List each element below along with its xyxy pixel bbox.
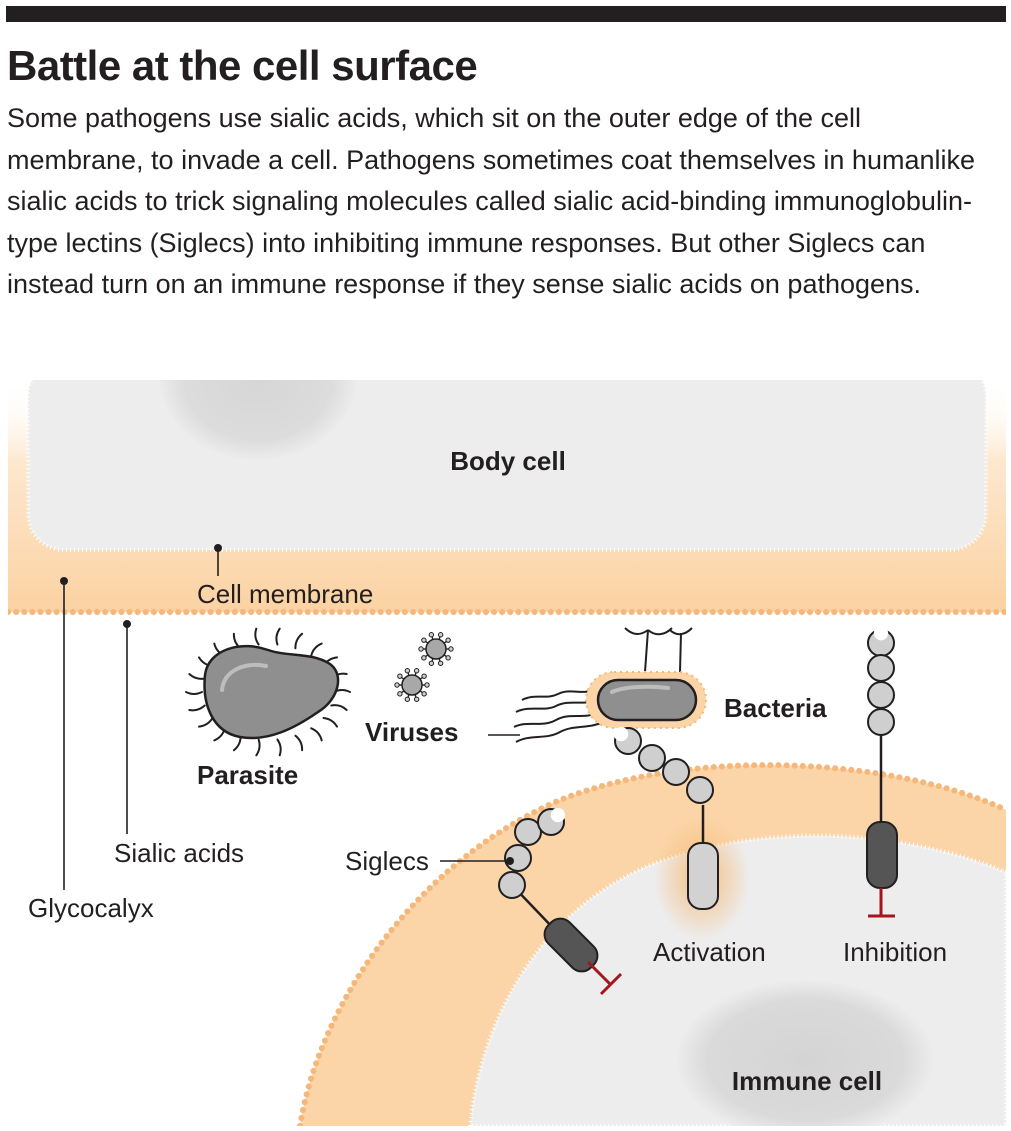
bacteria-attachment xyxy=(624,627,693,673)
activation-siglec xyxy=(613,726,719,910)
cell-membrane-dot xyxy=(214,544,222,552)
siglecs-dot xyxy=(506,857,514,865)
label-parasite: Parasite xyxy=(197,760,298,790)
label-body-cell: Body cell xyxy=(450,446,566,476)
immune-cell-nucleus xyxy=(675,980,935,1126)
figure-title: Battle at the cell surface xyxy=(7,42,478,89)
top-rule xyxy=(6,6,1006,22)
label-bacteria: Bacteria xyxy=(724,693,827,723)
label-glycocalyx: Glycocalyx xyxy=(28,893,154,923)
label-inhibition: Inhibition xyxy=(843,937,947,967)
bacteria-flagella xyxy=(513,689,607,743)
figure-description: Some pathogens use sialic acids, which s… xyxy=(7,103,975,299)
label-cell-membrane: Cell membrane xyxy=(197,579,373,609)
virus-2 xyxy=(394,668,430,702)
label-viruses: Viruses xyxy=(365,717,458,747)
label-activation: Activation xyxy=(653,937,766,967)
activation-receptor xyxy=(687,842,719,910)
label-immune-cell: Immune cell xyxy=(732,1066,882,1096)
inhibition-siglec-right xyxy=(866,626,898,918)
virus-1 xyxy=(418,632,454,666)
bacteria-shape xyxy=(585,671,707,729)
label-sialic-acids: Sialic acids xyxy=(114,838,244,868)
sialic-acids-dot xyxy=(123,620,131,628)
glycocalyx-dot xyxy=(60,577,68,585)
parasite-shape xyxy=(185,627,351,757)
inhibition-siglec-left xyxy=(498,807,623,996)
label-siglecs: Siglecs xyxy=(345,846,429,876)
body-cell-nucleus xyxy=(160,380,356,460)
